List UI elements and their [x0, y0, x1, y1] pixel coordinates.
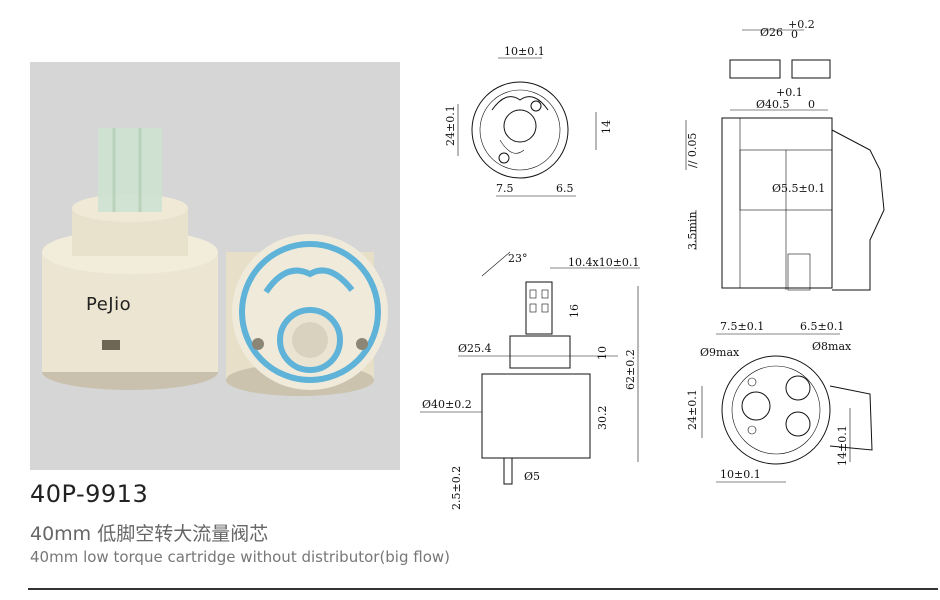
dim-side-body: Ø40±0.2 [422, 398, 472, 411]
dim-top-bottom-left: 7.5 [496, 182, 514, 195]
dim-port-right-height: 14±0.1 [836, 425, 849, 466]
dim-side-body-height: 30.2 [596, 406, 609, 431]
dim-top-right: 14 [600, 120, 613, 134]
dim-side-pin: 2.5±0.2 [450, 466, 463, 510]
cartridge-illustration [42, 128, 388, 396]
top-view: 10±0.1 24±0.1 14 7.5 6.5 [444, 45, 613, 197]
dim-port-hole-large: Ø8max [812, 340, 852, 353]
dim-top-height: 24±0.1 [444, 105, 457, 146]
dim-side-pin-dia: Ø5 [524, 470, 540, 483]
dim-top-bottom-right: 6.5 [556, 182, 574, 195]
technical-drawings: 10±0.1 24±0.1 14 7.5 6.5 Ø26 +0.2 0 +0.1… [400, 0, 940, 590]
dim-side-spindle: 10.4x10±0.1 [568, 256, 639, 269]
dim-side-total: 62±0.2 [624, 349, 637, 390]
dim-seat-min: 3.5min [686, 211, 699, 250]
seat-section: Ø26 +0.2 0 +0.1 Ø40.5 0 Ø5.5±0.1 // 0.05… [685, 18, 885, 291]
dim-seat-top: Ø26 [760, 26, 783, 39]
product-photo: PeJio [30, 62, 400, 470]
dim-top-width: 10±0.1 [504, 45, 545, 58]
dim-seat-bore: Ø40.5 [756, 98, 790, 111]
dim-seat-flat: +0.1 [776, 86, 803, 99]
product-name-cn: 40mm 低脚空转大流量阀芯 [30, 523, 269, 545]
product-name-en: 40mm low torque cartridge without distri… [30, 548, 451, 566]
dim-port-left: 7.5±0.1 [720, 320, 764, 333]
dim-seat-bore-tol: 0 [808, 98, 815, 111]
dim-side-collar: Ø25.4 [458, 342, 492, 355]
dim-port-hole-small: Ø9max [700, 346, 740, 359]
port-view: 7.5±0.1 6.5±0.1 Ø9max Ø8max 24±0.1 10±0.… [686, 320, 873, 483]
dim-seat-top-tol-zero: 0 [791, 28, 798, 41]
side-view: 23° 10.4x10±0.1 16 Ø25.4 10 Ø40±0.2 30.2… [420, 251, 640, 510]
brand-logo: PeJio [86, 294, 132, 315]
dim-port-width: 10±0.1 [720, 468, 761, 481]
dim-port-height: 24±0.1 [686, 389, 699, 430]
dim-seat-parallel: // 0.05 [686, 133, 699, 168]
dim-port-right: 6.5±0.1 [800, 320, 844, 333]
model-number: 40P-9913 [30, 480, 149, 508]
dim-side-collar-height: 10 [596, 346, 609, 360]
dim-side-spindle-height: 16 [568, 304, 581, 318]
dim-seat-hole: Ø5.5±0.1 [772, 182, 825, 195]
bottom-rule [28, 588, 938, 590]
dim-seat-top-tol-plus: +0.2 [788, 18, 815, 31]
dim-side-angle: 23° [508, 252, 528, 265]
drawing-canvas: 10±0.1 24±0.1 14 7.5 6.5 Ø26 +0.2 0 +0.1… [420, 18, 885, 510]
